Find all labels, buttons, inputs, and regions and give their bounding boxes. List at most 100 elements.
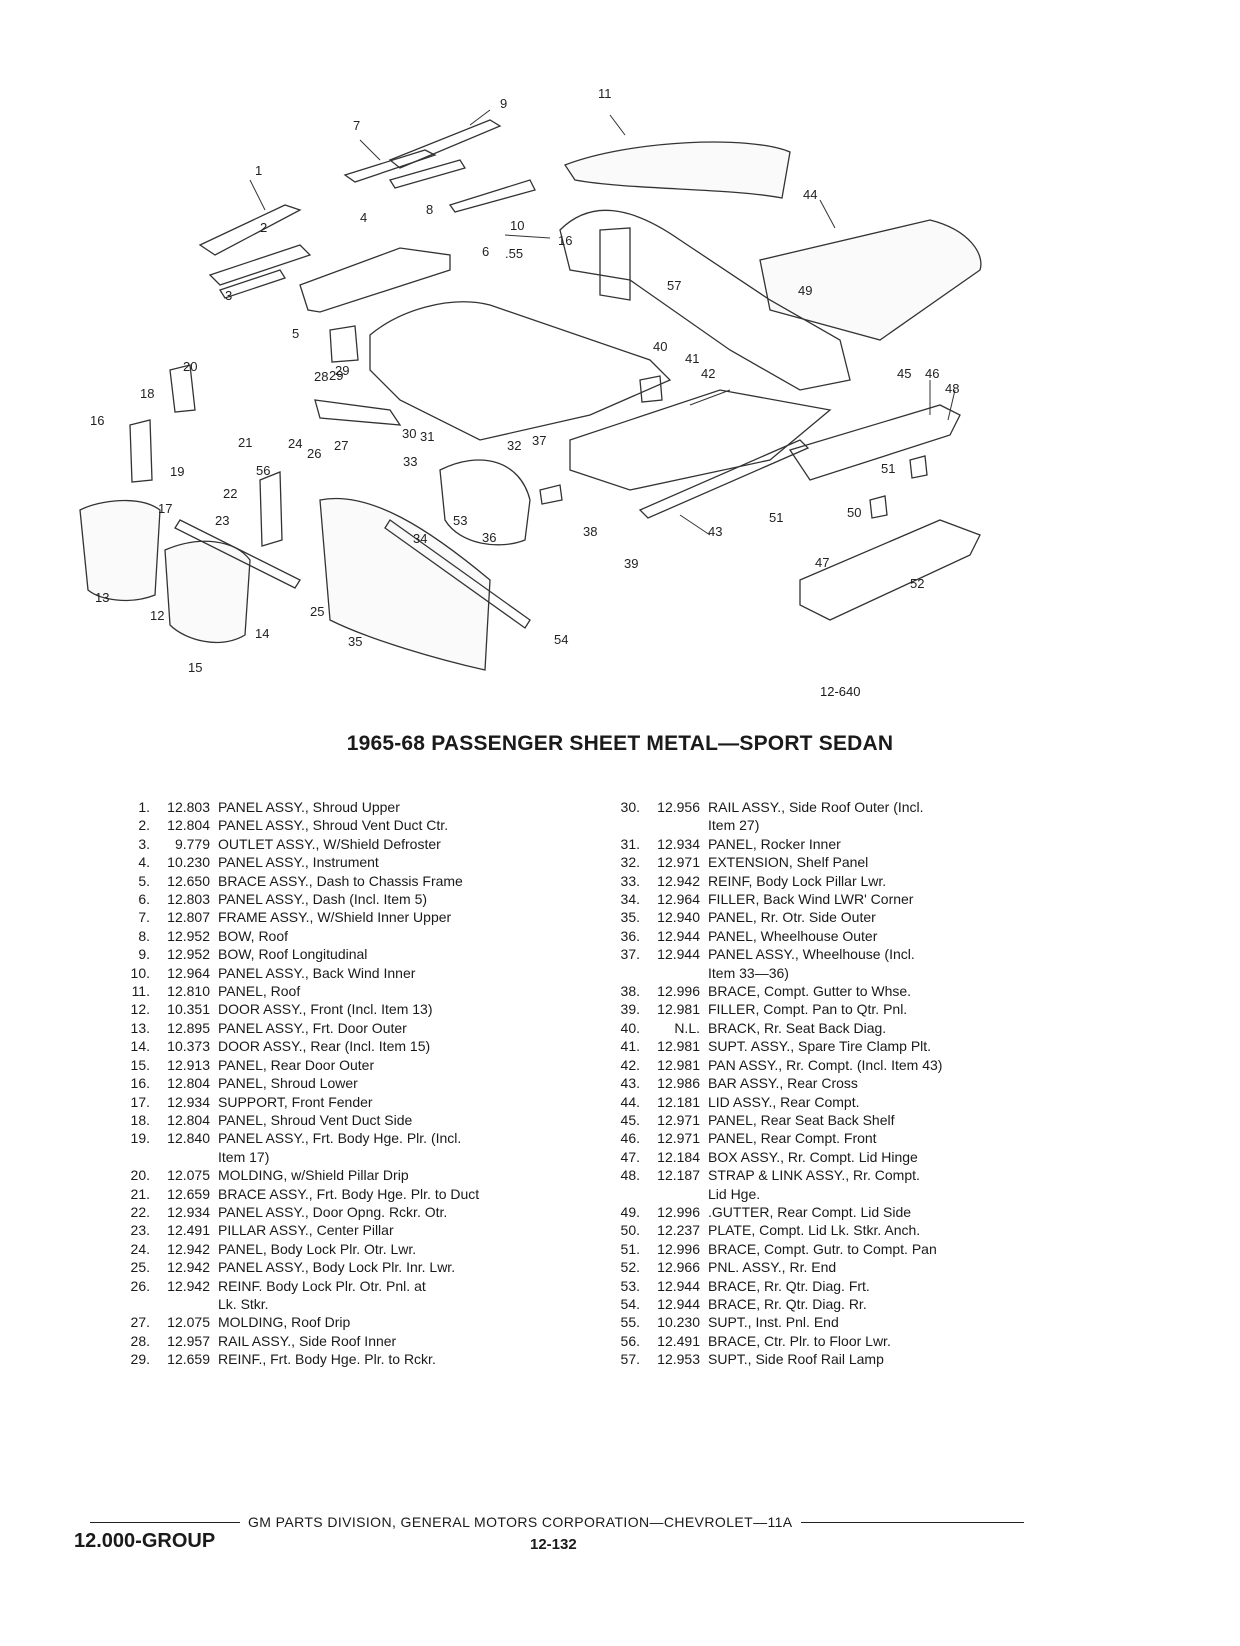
part-desc: PANEL ASSY., Back Wind Inner — [218, 964, 416, 981]
diagram-callout: 3 — [225, 288, 232, 303]
footer-rule-right — [800, 1521, 1024, 1523]
part-pn: 12.659 — [167, 1185, 210, 1202]
part-desc: PANEL ASSY., Body Lock Plr. Inr. Lwr. — [218, 1259, 456, 1276]
part-num: 38. — [620, 983, 640, 1000]
part-pn: 12.075 — [167, 1167, 210, 1184]
part-desc: SUPT., Inst. Pnl. End — [708, 1314, 839, 1331]
part-pn: 12.940 — [657, 909, 700, 926]
part-num: 22. — [130, 1203, 150, 1220]
part-num: 47. — [620, 1148, 640, 1165]
part-desc: MOLDING, Roof Drip — [218, 1314, 351, 1331]
diagram-callout: 43 — [708, 524, 722, 539]
diagram-callout: 22 — [223, 486, 237, 501]
diagram-callout: 8 — [426, 202, 433, 217]
part-num: 21. — [130, 1185, 150, 1202]
diagram-callout: 41 — [685, 351, 699, 366]
page-title: 1965-68 PASSENGER SHEET METAL—SPORT SEDA… — [346, 732, 894, 755]
diagram-callout: 51 — [881, 461, 895, 476]
diagram-callout: 10 — [510, 218, 524, 233]
part-num: 15. — [130, 1056, 150, 1073]
part-desc: PAN ASSY., Rr. Compt. (Incl. Item 43) — [708, 1056, 943, 1073]
part-pn: 12.075 — [167, 1314, 210, 1331]
part-desc: BRACE, Ctr. Plr. to Floor Lwr. — [708, 1332, 891, 1349]
part-pn: 12.971 — [657, 1111, 700, 1128]
diagram-callout: 54 — [554, 632, 568, 647]
part-desc: BRACE ASSY., Dash to Chassis Frame — [218, 872, 463, 889]
part-desc: PANEL, Shroud Lower — [218, 1075, 358, 1092]
part-desc: BOW, Roof — [218, 927, 289, 944]
part-desc: PANEL, Roof — [218, 983, 301, 1000]
part-pn: 12.807 — [167, 909, 210, 926]
part-pn: 12.942 — [167, 1277, 210, 1294]
part-desc: DOOR ASSY., Rear (Incl. Item 15) — [218, 1038, 431, 1055]
diagram-callout: 46 — [925, 366, 939, 381]
part-num: 12. — [130, 1001, 150, 1018]
part-desc: OUTLET ASSY., W/Shield Defroster — [218, 835, 441, 852]
diagram-callout: 33 — [403, 454, 417, 469]
part-desc: REINF. Body Lock Plr. Otr. Pnl. at Lk. S… — [218, 1277, 426, 1312]
diagram-callout: 27 — [334, 438, 348, 453]
footer-credit: GM PARTS DIVISION, GENERAL MOTORS CORPOR… — [248, 1514, 793, 1530]
part-pn: 12.952 — [167, 927, 210, 944]
part-desc: FILLER, Compt. Pan to Qtr. Pnl. — [708, 1001, 908, 1018]
diagram-callout: 29 — [335, 363, 349, 378]
part-desc: PANEL ASSY., Shroud Vent Duct Ctr. — [218, 817, 449, 834]
part-desc: FRAME ASSY., W/Shield Inner Upper — [218, 909, 452, 926]
diagram-callout: 52 — [910, 576, 924, 591]
part-desc: FILLER, Back Wind LWR' Corner — [708, 891, 914, 908]
part-num: 24. — [130, 1240, 150, 1257]
part-desc: BRACE, Rr. Qtr. Diag. Frt. — [708, 1277, 870, 1294]
diagram-callout: 50 — [847, 505, 861, 520]
part-pn: 12.964 — [167, 964, 210, 981]
diagram-callout: 32 — [507, 438, 521, 453]
part-pn: 12.804 — [167, 817, 210, 834]
part-desc: PANEL, Rear Seat Back Shelf — [708, 1111, 895, 1128]
part-pn: 12.996 — [657, 1203, 700, 1220]
part-num: 32. — [620, 854, 640, 871]
part-num: 16. — [130, 1075, 150, 1092]
part-num: 3. — [138, 835, 150, 852]
part-pn: 12.181 — [657, 1093, 700, 1110]
part-pn: 12.491 — [167, 1222, 210, 1239]
part-pn: 12.804 — [167, 1075, 210, 1092]
part-desc: SUPPORT, Front Fender — [218, 1093, 373, 1110]
part-desc: SUPT., Side Roof Rail Lamp — [708, 1351, 884, 1368]
diagram-callout: 30 — [402, 426, 416, 441]
part-desc: PANEL, Rear Door Outer — [218, 1056, 375, 1073]
part-row: 49.12.996.GUTTER, Rear Compt. Lid Side — [600, 1203, 1030, 1221]
diagram-panels — [79, 119, 982, 671]
part-desc: BOW, Roof Longitudinal — [218, 946, 368, 963]
part-num: 10. — [130, 964, 150, 981]
part-desc: PANEL ASSY., Frt. Door Outer — [218, 1019, 407, 1036]
diagram-callout: 53 — [453, 513, 467, 528]
part-num: 48. — [620, 1167, 640, 1184]
part-pn: 12.650 — [167, 872, 210, 889]
diagram-callout: 34 — [413, 531, 427, 546]
part-pn: 12.952 — [167, 946, 210, 963]
diagram-callout: 44 — [803, 187, 817, 202]
part-pn: 12.803 — [167, 799, 210, 815]
diagram-callout: 51 — [769, 510, 783, 525]
part-num: 29. — [130, 1351, 150, 1368]
part-num: 23. — [130, 1222, 150, 1239]
part-num: 41. — [620, 1038, 640, 1055]
part-num: 1. — [138, 799, 150, 815]
